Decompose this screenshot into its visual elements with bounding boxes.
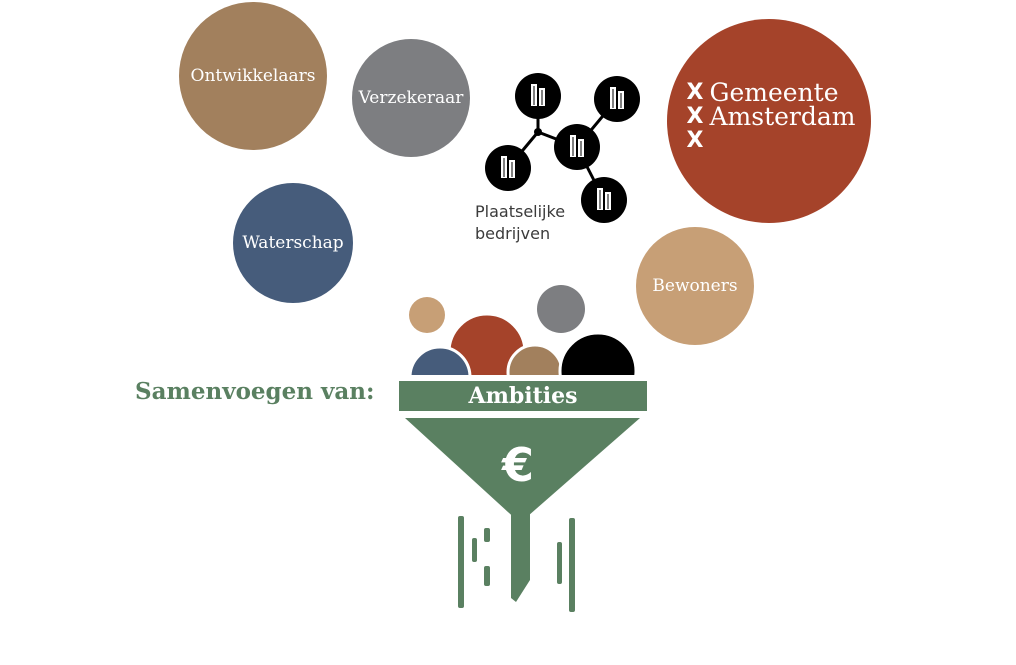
person-head <box>537 285 585 333</box>
building-icon <box>485 145 531 191</box>
bedrijven-label-line: bedrijven <box>475 224 551 243</box>
flow-line <box>557 542 562 584</box>
samenvoegen-heading: Samenvoegen van: <box>135 378 375 405</box>
amsterdam-crosses-icon: X X X <box>687 81 704 153</box>
gemeente-amsterdam-logo: X X X Gemeente Amsterdam <box>687 78 856 153</box>
bewoners-label: Bewoners <box>652 276 738 296</box>
ontwikkelaars-label: Ontwikkelaars <box>190 66 316 86</box>
flow-line <box>484 566 490 586</box>
flow-line <box>472 538 477 562</box>
person-body <box>408 345 472 375</box>
building-icon <box>581 177 627 223</box>
flow-line <box>569 518 575 612</box>
waterschap-label: Waterschap <box>242 233 344 253</box>
person-body <box>447 312 527 375</box>
bewoners-bubble: Bewoners <box>636 227 754 345</box>
ambities-label: Ambities <box>468 383 578 409</box>
verzekeraar-bubble: Verzekeraar <box>352 39 470 157</box>
cross-mark: X <box>686 80 704 105</box>
amsterdam-label: Amsterdam <box>709 102 856 131</box>
gemeente-label: Gemeente <box>709 78 839 107</box>
flow-line <box>484 528 490 542</box>
network-icon <box>485 73 640 223</box>
funnel-diagram <box>399 285 647 612</box>
person-head <box>409 297 445 333</box>
network-junction <box>534 128 542 136</box>
plaatselijke-label-line: Plaatselijke <box>475 202 566 221</box>
ambities-band <box>399 381 647 411</box>
building-icon <box>554 124 600 170</box>
cross-mark: X <box>686 128 704 153</box>
cross-mark: X <box>686 104 704 129</box>
funnel-spout <box>511 512 530 602</box>
waterschap-bubble: Waterschap <box>233 183 353 303</box>
flow-line <box>458 516 464 608</box>
plaatselijke-bedrijven-label: Plaatselijke bedrijven <box>475 201 565 245</box>
person-body <box>558 331 638 375</box>
euro-icon: € <box>501 438 534 492</box>
funnel-cone <box>405 418 640 523</box>
building-icon <box>594 76 640 122</box>
people-group <box>408 285 638 375</box>
verzekeraar-label: Verzekeraar <box>358 88 464 108</box>
gemeente-amsterdam-bubble: X X X Gemeente Amsterdam <box>667 19 871 223</box>
ontwikkelaars-bubble: Ontwikkelaars <box>179 2 327 150</box>
building-icon <box>515 73 561 119</box>
